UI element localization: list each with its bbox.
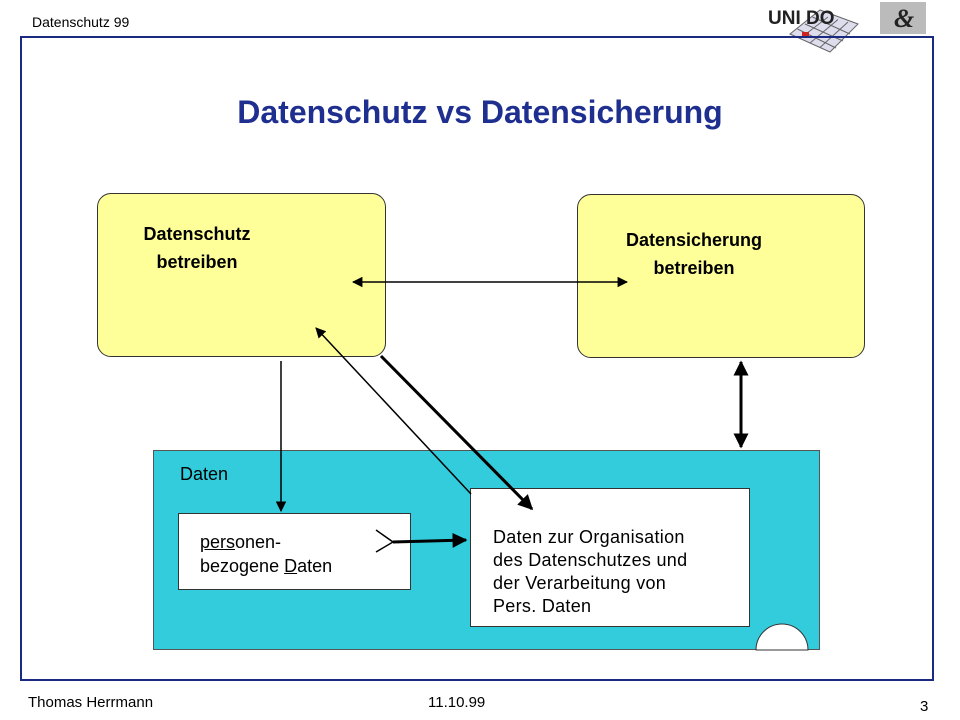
datenschutz-box: Datenschutz betreiben	[97, 193, 386, 357]
schutz-to-org-arrow	[379, 354, 534, 511]
datensicherung-box: Datensicherung betreiben	[577, 194, 865, 358]
personal-data-line2: bezogene Daten	[200, 554, 332, 578]
personal-data-line1-rest: onen-	[235, 532, 282, 552]
angle-symbol	[375, 529, 395, 553]
footer-page-number: 3	[920, 698, 929, 715]
organisation-data-line4: Pers. Daten	[493, 596, 592, 616]
datenschutz-line2: betreiben	[156, 252, 238, 272]
slide-frame	[20, 36, 934, 681]
footer-author: Thomas Herrmann	[28, 694, 154, 711]
datensicherung-line1: Datensicherung	[625, 230, 763, 250]
org-to-schutz-arrow	[315, 327, 472, 495]
organisation-data-text: Daten zur Organisation des Datenschutzes …	[493, 526, 687, 618]
data-area-label: Daten	[180, 464, 229, 484]
footer-date: 11.10.99	[428, 694, 486, 711]
organisation-data-box	[470, 488, 750, 627]
organisation-data-line2: des Datenschutzes und	[493, 550, 688, 570]
uni-do-logo: UNI DO	[768, 8, 835, 29]
semicircle-shape	[755, 623, 809, 651]
datenschutz-line1: Datenschutz	[143, 224, 251, 244]
personal-data-text: personen- bezogene Daten	[200, 530, 332, 578]
personal-data-line1: personen-	[200, 530, 332, 554]
personal-data-line1-underlined: pers	[200, 532, 236, 552]
personal-data-line2-underlined: D	[284, 556, 298, 576]
datensicherung-label: Datensicherung betreiben	[604, 226, 784, 282]
organisation-data-line3: der Verarbeitung von	[493, 573, 667, 593]
datensicherung-line2: betreiben	[653, 258, 735, 278]
personal-data-box	[178, 513, 411, 590]
datenschutz-label: Datenschutz betreiben	[122, 220, 272, 276]
personal-data-line2-end: aten	[297, 556, 333, 576]
iug-logo: &	[880, 2, 926, 34]
slide-title: Datenschutz vs Datensicherung	[237, 94, 723, 130]
organisation-data-line1: Daten zur Organisation	[493, 527, 685, 547]
course-header: Datenschutz 99	[32, 14, 130, 30]
iug-logo-text: &	[894, 4, 914, 33]
personal-to-org-arrow	[392, 532, 468, 548]
personal-data-line2-start: bezogene	[200, 556, 285, 576]
uni-do-logo-graphic	[780, 4, 860, 56]
